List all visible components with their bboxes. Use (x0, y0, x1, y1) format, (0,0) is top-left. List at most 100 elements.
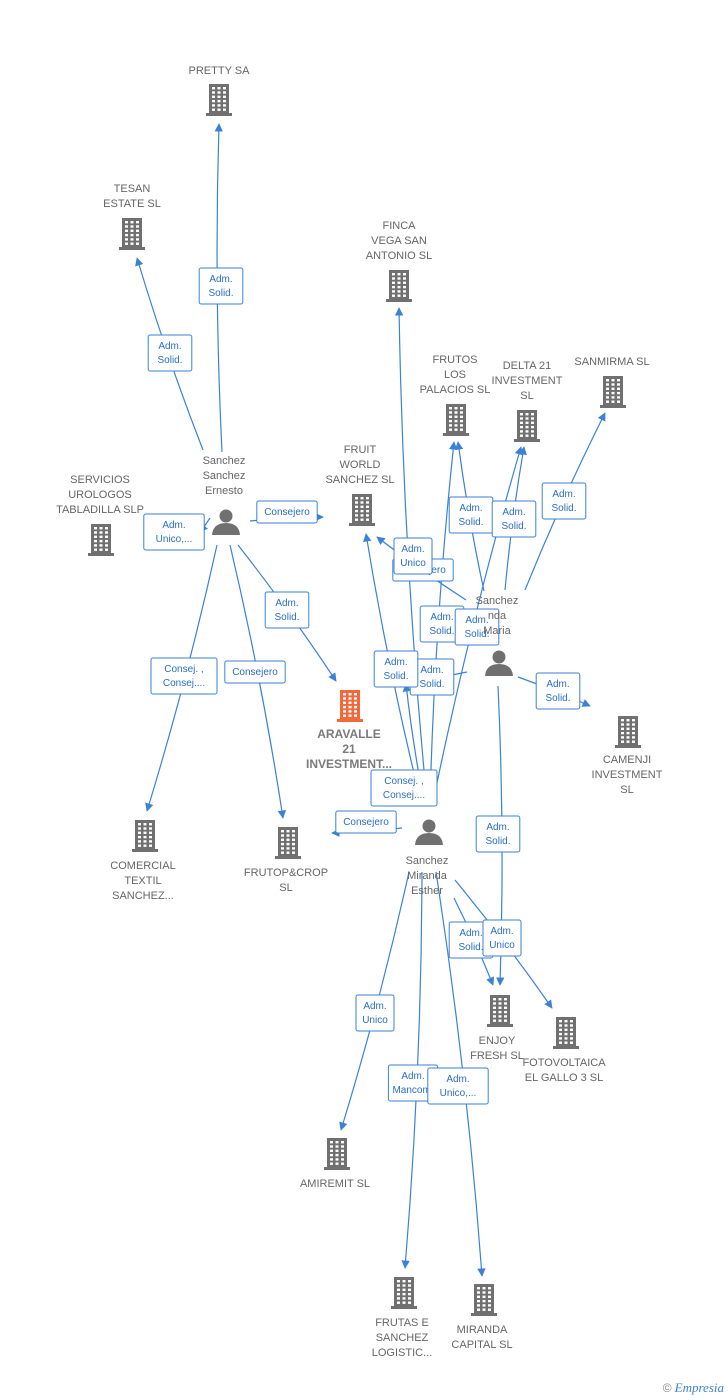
edge-label-text: Consejero (232, 667, 278, 678)
node-label: COMERCIAL (110, 860, 175, 872)
edge-label-text: Solid. (419, 679, 444, 690)
node-amiremit[interactable]: AMIREMIT SL (300, 1138, 370, 1190)
edge-label-text: Adm. (486, 822, 509, 833)
edge-label-esther-to-delta21[interactable]: Adm.Solid. (454, 608, 500, 646)
edge-label-text: Adm. (401, 1071, 424, 1082)
edge-label-esther-to-aravalle[interactable]: Consej. , Consej.... (370, 769, 438, 807)
edge-label-text: Unico (362, 1015, 388, 1026)
node-label: SL (620, 784, 633, 796)
node-frutas_logistic[interactable]: FRUTAS ESANCHEZLOGISTIC... (372, 1277, 433, 1359)
edge-label-maria-to-enjoy[interactable]: Adm. Solid. (475, 815, 521, 853)
building-icon (553, 1017, 579, 1049)
node-aravalle[interactable]: ARAVALLE21INVESTMENT... (306, 690, 392, 771)
building-icon (600, 376, 626, 408)
edge-label-text: Consej.... (383, 790, 425, 801)
edge-label-text: Solid. (157, 355, 182, 366)
edge-label-text: Solid. (485, 836, 510, 847)
edge-label-esther-to-frutop[interactable]: Consejero (335, 810, 397, 834)
copyright-symbol: © (662, 1381, 672, 1395)
node-label: Esther (411, 885, 443, 897)
node-tesan[interactable]: TESAN ESTATE SL (103, 183, 161, 250)
node-label: INVESTMENT (592, 769, 663, 781)
edge-label-esther-to-fotovoltaica[interactable]: Adm.Unico (482, 919, 522, 957)
edge-label-ernesto-to-servicios[interactable]: Adm. Unico,... (143, 513, 205, 551)
node-label: EL GALLO 3 SL (525, 1072, 603, 1084)
node-label: ANTONIO SL (366, 250, 432, 262)
building-icon (391, 1277, 417, 1309)
edge-label-text: Adm. (162, 520, 185, 531)
edge-label-esther-to-fruitworld[interactable]: Adm.Solid. (373, 650, 419, 688)
edge-label-esther-to-miranda_capital[interactable]: Adm.Unico,... (427, 1067, 489, 1105)
node-label: TEXTIL (124, 875, 161, 887)
edge-label-text: Mancom. (392, 1085, 433, 1096)
edge-label-text: Solid. (501, 521, 526, 532)
node-label: FRUTAS E (375, 1317, 429, 1329)
node-label: AMIREMIT SL (300, 1178, 370, 1190)
node-label: INVESTMENT... (306, 757, 392, 771)
brand-name: Empresia (674, 1380, 724, 1395)
edge-label-text: Consej. , (164, 664, 203, 675)
edge-label-text: Solid. (383, 671, 408, 682)
edge-label-text: Solid. (274, 612, 299, 623)
edge-label-esther-to-amiremit[interactable]: Adm.Unico (355, 994, 395, 1032)
edge-label-esther-to-finca[interactable]: Adm.Unico (393, 537, 433, 575)
edge-labels-layer: Adm. Solid. Adm. Solid. Adm. Unico,... Conseje… (143, 267, 587, 1105)
edge-label-ernesto-to-comercial[interactable]: Consej. ,Consej.... (150, 657, 218, 695)
node-comercial[interactable]: COMERCIALTEXTILSANCHEZ... (110, 820, 176, 902)
person-icon (212, 509, 240, 535)
building-icon (132, 820, 158, 852)
building-icon (206, 84, 232, 116)
edge-label-maria-to-delta21[interactable]: Adm.Solid. (491, 500, 537, 538)
node-label: PALACIOS SL (420, 384, 491, 396)
building-icon (275, 827, 301, 859)
edge-label-ernesto-to-tesan[interactable]: Adm. Solid. (147, 334, 193, 372)
edge-label-ernesto-to-aravalle[interactable]: Adm.Solid. (264, 591, 310, 629)
edge-label-text: Adm. (552, 489, 575, 500)
node-label: SERVICIOS (70, 474, 130, 486)
node-label: UROLOGOS (68, 489, 132, 501)
building-icon (615, 716, 641, 748)
edge-label-maria-to-camenji[interactable]: Adm. Solid. (535, 672, 581, 710)
edge-label-ernesto-to-pretty[interactable]: Adm.Solid. (198, 267, 244, 305)
node-label: TESAN (114, 183, 151, 195)
node-pretty[interactable]: PRETTY SA (189, 65, 251, 116)
node-label: ARAVALLE (317, 727, 381, 741)
edge-label-maria-to-sanmirma[interactable]: Adm.Solid. (541, 482, 587, 520)
edge-label-text: Consej. , (384, 776, 423, 787)
node-label: ESTATE SL (103, 198, 161, 210)
building-icon (349, 494, 375, 526)
edge-label-text: Unico,... (156, 534, 193, 545)
edge-label-text: Solid. (545, 693, 570, 704)
edge-label-text: Consejero (343, 817, 389, 828)
edge-label-maria-to-frutos_palacios[interactable]: Adm.Solid. (448, 496, 494, 534)
edge-label-text: Solid. (458, 942, 483, 953)
node-label: FRUTOP&CROP (244, 867, 328, 879)
building-icon (471, 1284, 497, 1316)
edge-label-text: Adm. (459, 928, 482, 939)
edge-label-text: Adm. (158, 341, 181, 352)
edge-label-text: Adm. (209, 274, 232, 285)
node-label: CAPITAL SL (451, 1339, 512, 1351)
edge-label-text: Adm. (430, 612, 453, 623)
node-label: ENJOY (479, 1035, 516, 1047)
edge-label-text: Adm. (546, 679, 569, 690)
edge-label-ernesto-to-frutop[interactable]: Consejero (224, 660, 286, 684)
edge-label-ernesto-to-fruitworld[interactable]: Consejero (256, 500, 318, 524)
node-sanmirma[interactable]: SANMIRMA SL (574, 356, 650, 408)
edge-label-text: Unico (400, 558, 426, 569)
building-icon (324, 1138, 350, 1170)
